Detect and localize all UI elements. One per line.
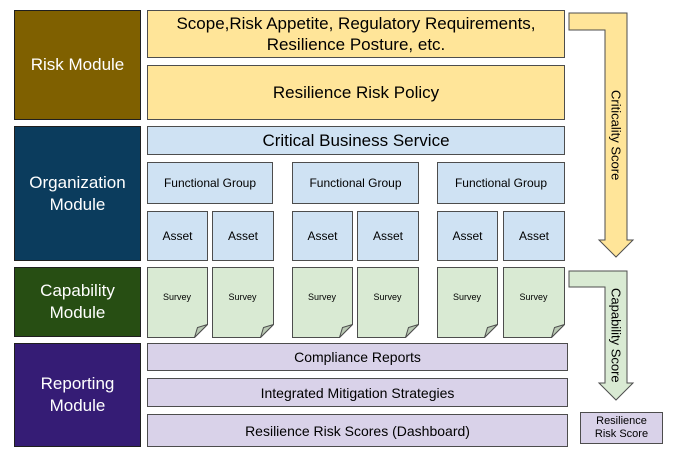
organization-module-text-line1: Organization bbox=[29, 172, 126, 192]
risk-scores-dashboard-box: Resilience Risk Scores (Dashboard) bbox=[147, 414, 568, 447]
asset-box-3: Asset bbox=[292, 211, 353, 261]
organization-module-label: Organization Module bbox=[14, 126, 141, 261]
asset-box-1: Asset bbox=[147, 211, 208, 261]
asset-box-2: Asset bbox=[212, 211, 274, 261]
critical-business-service-box: Critical Business Service bbox=[147, 126, 565, 155]
survey-label-1: Survey bbox=[162, 292, 191, 302]
functional-group-box-1: Functional Group bbox=[147, 162, 273, 204]
survey-label-6: Survey bbox=[519, 292, 548, 302]
capability-score-label: Capability Score bbox=[608, 287, 624, 383]
policy-box: Resilience Risk Policy bbox=[147, 65, 565, 120]
capability-score-arrow bbox=[568, 270, 635, 401]
criticality-score-arrow bbox=[568, 12, 635, 258]
risk-module-text: Risk Module bbox=[30, 55, 125, 74]
asset-box-6: Asset bbox=[503, 211, 565, 261]
mitigation-strategies-box: Integrated Mitigation Strategies bbox=[147, 378, 568, 407]
scope-box: Scope,Risk Appetite, Regulatory Requirem… bbox=[147, 10, 565, 58]
resilience-risk-score-box: Resilience Risk Score bbox=[580, 412, 663, 444]
scope-text-line2: Resilience Posture, etc. bbox=[266, 35, 446, 54]
reporting-module-label: Reporting Module bbox=[14, 343, 141, 447]
compliance-reports-box: Compliance Reports bbox=[147, 343, 568, 371]
resilience-risk-score-line2: Risk Score bbox=[594, 428, 649, 440]
organization-module-text-line2: Module bbox=[49, 194, 106, 214]
risk-module-label: Risk Module bbox=[14, 10, 141, 120]
asset-box-4: Asset bbox=[357, 211, 419, 261]
capability-module-label: Capability Module bbox=[14, 267, 141, 337]
criticality-score-label: Criticality Score bbox=[608, 89, 624, 181]
survey-label-4: Survey bbox=[373, 292, 402, 302]
resilience-risk-score-line1: Resilience bbox=[596, 415, 647, 427]
reporting-module-text-line2: Module bbox=[49, 396, 106, 415]
survey-label-3: Survey bbox=[307, 292, 336, 302]
reporting-module-text-line1: Reporting bbox=[40, 374, 115, 393]
scope-text-line1: Scope,Risk Appetite, Regulatory Requirem… bbox=[176, 14, 536, 33]
capability-module-text-line2: Module bbox=[49, 303, 106, 322]
survey-label-2: Survey bbox=[228, 292, 257, 302]
capability-module-text-line1: Capability bbox=[40, 281, 115, 300]
survey-label-5: Survey bbox=[452, 292, 481, 302]
asset-box-5: Asset bbox=[437, 211, 498, 261]
functional-group-box-3: Functional Group bbox=[437, 162, 565, 204]
functional-group-box-2: Functional Group bbox=[292, 162, 419, 204]
